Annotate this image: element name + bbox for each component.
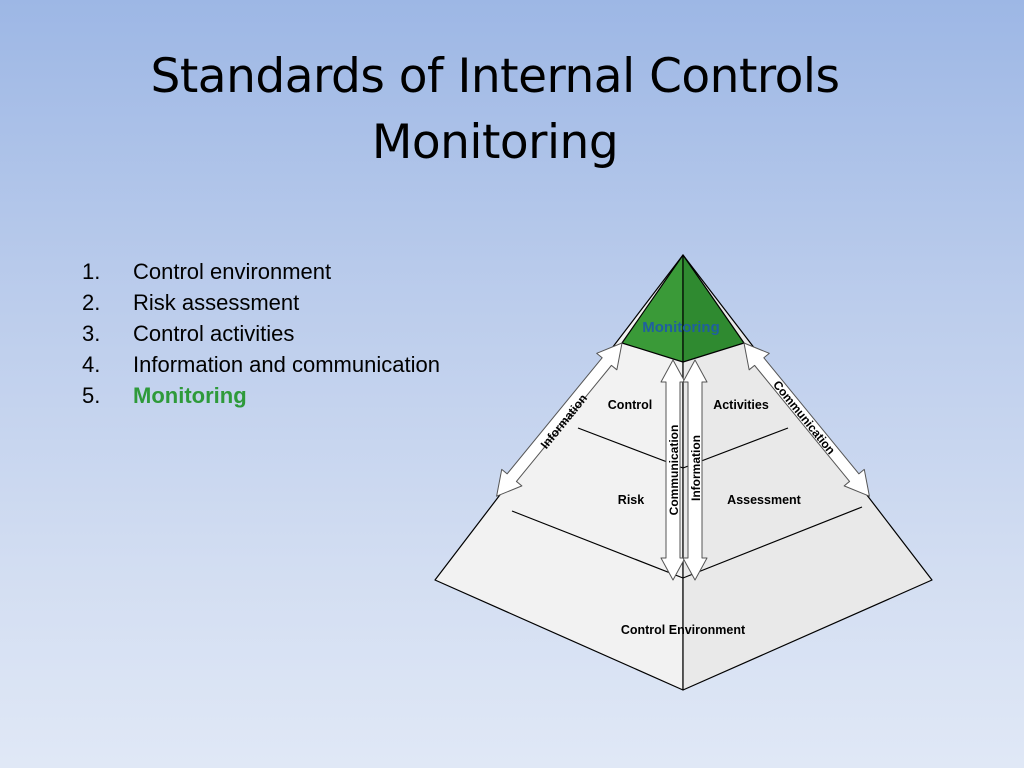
list-item: 4. Information and communication xyxy=(82,349,440,380)
tier3-label-assessment: Assessment xyxy=(727,493,801,507)
list-text: Risk assessment xyxy=(133,290,300,315)
list-item-highlighted: 5. Monitoring xyxy=(82,380,440,411)
information-arrow xyxy=(496,342,623,497)
center-information-arrow xyxy=(682,359,708,581)
tier2-label-control: Control xyxy=(608,398,652,412)
list-number: 4. xyxy=(82,352,101,377)
tier3-label-risk: Risk xyxy=(618,493,644,507)
slide-title: Standards of Internal Controls Monitorin… xyxy=(0,44,990,176)
apex-label-monitoring: Monitoring xyxy=(642,319,719,336)
center-communication-arrow xyxy=(660,359,686,581)
pyramid-apex-right xyxy=(682,254,745,363)
center-label-information: Information xyxy=(689,435,703,501)
tier-line xyxy=(682,506,863,579)
list-item: 3. Control activities xyxy=(82,318,440,349)
list-item: 1. Control environment xyxy=(82,256,440,287)
list-text-monitoring: Monitoring xyxy=(133,383,247,408)
list-text: Control activities xyxy=(133,321,295,346)
tier-line xyxy=(511,510,684,579)
base-label-control-environment: Control Environment xyxy=(621,623,746,637)
title-line-2: Monitoring xyxy=(371,115,619,170)
list-number: 3. xyxy=(82,321,101,346)
pyramid-apex-left xyxy=(621,254,684,363)
communication-arrow xyxy=(743,342,870,497)
standards-list: 1.Control environment 2.Risk assessment … xyxy=(82,256,440,411)
list-number: 5. xyxy=(82,383,101,408)
tier2-label-activities: Activities xyxy=(713,398,769,412)
list-text: Control environment xyxy=(133,259,332,284)
list-number: 2. xyxy=(82,290,101,315)
center-label-communication: Communication xyxy=(667,425,681,516)
list-item: 2. Risk assessment xyxy=(82,287,440,318)
list-number: 1. xyxy=(82,259,101,284)
list-text: Information and communication xyxy=(133,352,440,377)
title-line-1: Standards of Internal Controls xyxy=(150,49,840,104)
